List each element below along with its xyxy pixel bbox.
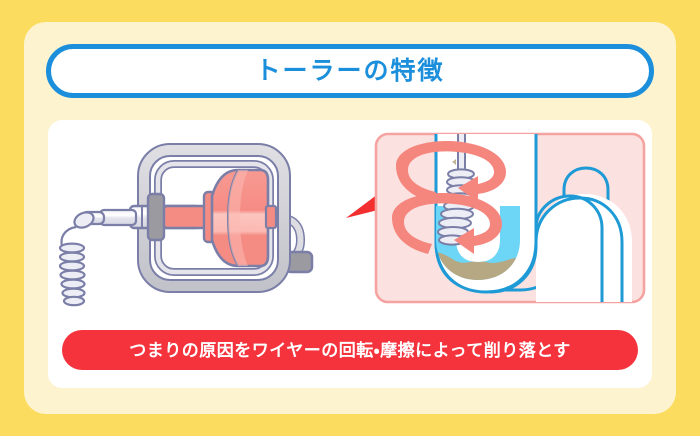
caption-text: つまりの原因をワイヤーの回転・摩擦によって削り落とす: [129, 340, 571, 360]
auger-drum: [210, 168, 278, 268]
caption-banner: つまりの原因をワイヤーの回転・摩擦によって削り落とす: [62, 330, 638, 370]
drain-outlet-pipe: [489, 194, 632, 302]
illustration-row: [48, 120, 652, 316]
auger-wire-coil: [58, 211, 95, 307]
drain-auger-tool: [52, 126, 352, 310]
tool-svg: [58, 143, 314, 307]
drain-trap-svg: [374, 132, 646, 304]
rotation-arrow-upper: [396, 141, 506, 202]
content-card: つまりの原因をワイヤーの回転・摩擦によって削り落とす: [48, 120, 652, 388]
rotation-arrow-lower: [392, 193, 502, 254]
page-title: トーラーの特徴: [255, 56, 445, 85]
drum-shaft: [162, 190, 217, 244]
title-banner: トーラーの特徴: [46, 44, 654, 98]
drain-trap-closeup: [374, 132, 646, 304]
